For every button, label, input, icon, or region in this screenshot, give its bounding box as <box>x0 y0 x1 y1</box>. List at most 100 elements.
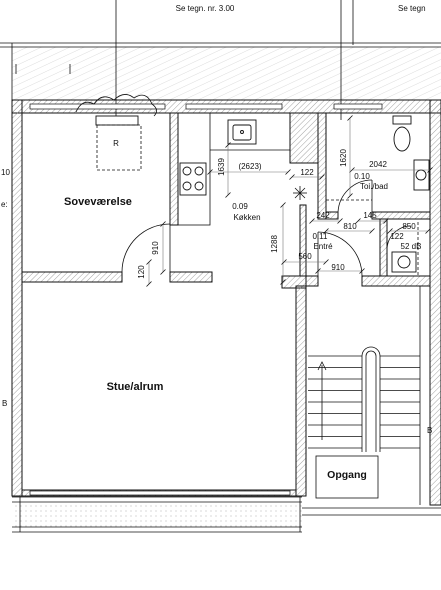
smoke-detector-icon <box>293 186 307 200</box>
dim-bedroom-door: 910 <box>151 241 160 255</box>
toilet-tank <box>392 115 412 125</box>
edge-label-lower: e: <box>1 200 8 209</box>
wall-utility-left <box>379 218 388 277</box>
dim-entry-offset: 560 <box>298 252 312 261</box>
dimension-tick <box>349 167 355 173</box>
stove-burner <box>194 181 204 191</box>
dimension-tick <box>281 259 287 265</box>
dimension-tick <box>387 228 393 234</box>
stove-burner <box>182 166 192 176</box>
washbasin-bowl <box>415 169 427 181</box>
wall-stair-top-right <box>361 275 431 287</box>
shaft <box>289 112 319 164</box>
wall-bath-bottom-left <box>325 211 339 220</box>
dimension-tick <box>319 174 325 180</box>
dimension-tick <box>160 221 166 227</box>
outer-wall-right <box>429 99 441 506</box>
room-name-kitchen: Køkken <box>233 213 260 222</box>
dim-entry-door: 910 <box>331 263 345 272</box>
windows <box>29 103 383 496</box>
dimension-tick <box>347 193 353 199</box>
dimension-tick <box>337 218 343 224</box>
dim-bath-door-side: 145 <box>363 211 377 220</box>
room-name-bathroom: Toi./bad <box>360 182 388 191</box>
stairwell-label-box <box>315 455 379 499</box>
wall-bedroom-living-right <box>169 271 213 283</box>
entry-door-swing <box>317 231 363 277</box>
roof-hatch <box>12 47 441 100</box>
dim-utility-offset: 122 <box>390 232 404 241</box>
sink-drain <box>240 130 244 134</box>
radiator-zone <box>96 124 142 171</box>
dim-kitchen-length: (2623) <box>238 162 261 171</box>
dim-utility-width: 850 <box>402 222 416 231</box>
wall-bath-bottom-right <box>371 211 431 220</box>
detector-stroke <box>294 187 306 199</box>
dimension-tick <box>323 228 329 234</box>
wall-kitchen-entry <box>299 204 307 277</box>
room-name-living: Stue/alrum <box>107 381 164 393</box>
stairwell <box>308 286 421 505</box>
dim-entry-width: 810 <box>343 222 357 231</box>
dim-kitchen-depth: 1639 <box>217 158 226 176</box>
sheet-ref-top-right: Se tegn <box>398 4 426 13</box>
dimension-tick <box>427 167 433 173</box>
sheet-ref-top-center: Se tegn. nr. 3.00 <box>176 4 235 13</box>
toilet-bowl <box>393 126 411 152</box>
utility-fixtures <box>391 222 419 275</box>
dim-bath-width: 2042 <box>369 160 387 169</box>
section-mark-right: B <box>427 426 432 435</box>
radiator-symbol <box>75 94 157 171</box>
dim-kitchen-gap: 122 <box>300 168 314 177</box>
dimension-tick <box>315 268 321 274</box>
wall-stair-top-left <box>305 275 319 287</box>
labels: Se tegn. nr. 3.00 Se tegn R Soveværelse … <box>1 4 432 481</box>
balcony <box>12 496 441 533</box>
window-bedroom <box>29 103 166 110</box>
dimension-tick <box>309 218 315 224</box>
counter-left <box>177 112 211 226</box>
dim-bath-depth: 1620 <box>339 149 348 167</box>
window-living <box>29 490 291 496</box>
room-number-entry: 0.11 <box>313 232 329 241</box>
dimension-tick <box>369 228 375 234</box>
dimension-tick <box>425 228 431 234</box>
doors <box>121 179 412 277</box>
dimension-tick <box>207 169 213 175</box>
dimension-tick <box>146 281 152 287</box>
utility-door-swing <box>386 225 412 251</box>
dimension-tick <box>289 174 295 180</box>
room-number-kitchen: 0.09 <box>232 202 248 211</box>
wall-bedroom-living-left <box>21 271 123 283</box>
wall-living-stair <box>295 285 307 497</box>
dim-entry-depth: 1288 <box>270 235 279 253</box>
dimension-tick <box>355 218 361 224</box>
dimension-tick <box>160 269 166 275</box>
stove-burner <box>182 181 192 191</box>
room-name-stairwell: Opgang <box>327 469 367 481</box>
dimension-tick <box>146 259 152 265</box>
room-name-entry: Entré <box>313 242 333 251</box>
dim-bedroom-door-offset: 120 <box>137 265 146 279</box>
dimension-lines <box>146 115 433 287</box>
edge-label-upper: 10 <box>1 168 10 177</box>
wall-bedroom-kitchen <box>169 112 179 226</box>
window-kitchen <box>185 103 283 110</box>
stair-handrail-inner <box>365 350 377 452</box>
stove-burner <box>194 166 204 176</box>
window-bath <box>333 103 383 110</box>
dimension-tick <box>347 115 353 121</box>
stair-handrail <box>361 346 381 452</box>
bathroom-fixtures <box>326 115 430 201</box>
door-sound-rating: 52 dB <box>401 242 422 251</box>
dimension-tick <box>280 202 286 208</box>
outer-wall-left <box>11 99 23 497</box>
stair-direction-arrow <box>317 361 327 440</box>
dimension-tick <box>383 218 389 224</box>
section-mark-left: B <box>2 399 7 408</box>
room-number-bathroom: 0.10 <box>354 172 370 181</box>
bedroom-door-swing <box>121 223 171 273</box>
dimension-tick <box>225 142 231 148</box>
washer-drum <box>397 255 411 269</box>
